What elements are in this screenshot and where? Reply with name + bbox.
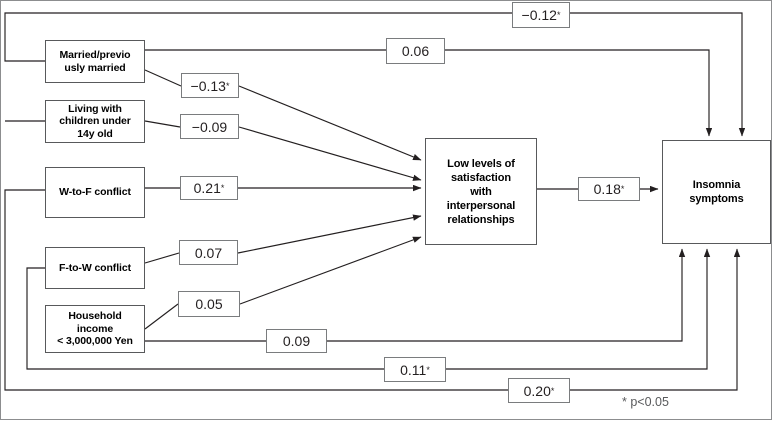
node-household-income-label: Household income < 3,000,000 Yen <box>57 310 133 348</box>
edge-children-lowsat-b <box>238 126 422 181</box>
edge-married-lowsat-b <box>238 85 422 161</box>
node-household-income[interactable]: Household income < 3,000,000 Yen <box>45 305 145 353</box>
significance-star: * <box>556 10 561 20</box>
coef-income-lowsat-value: 0.05 <box>195 296 223 312</box>
node-married[interactable]: Married/previo usly married <box>45 40 145 83</box>
coef-children-lowsat-value: −0.09 <box>191 118 228 135</box>
coef-married-lowsat[interactable]: −0.13* <box>181 73 239 98</box>
edge-income-insomnia-b <box>327 248 686 342</box>
edge-ftw-insomnia-b <box>446 248 711 370</box>
coef-income-lowsat[interactable]: 0.05 <box>178 291 240 317</box>
edge-ftw-lowsat <box>144 252 180 264</box>
edge-ftw-insomnia <box>26 267 384 370</box>
significance-footnote: * p<0.05 <box>622 395 669 409</box>
coef-lowsat-insomnia-value: 0.18 <box>593 181 621 197</box>
coef-wtf-lowsat-value: 0.21 <box>193 180 221 196</box>
coef-income-insomnia-value: 0.09 <box>282 333 311 349</box>
node-married-label: Married/previo usly married <box>59 49 131 74</box>
coef-children-insomnia-value: 0.06 <box>401 43 430 59</box>
edge-income-lowsat-b <box>239 236 422 305</box>
edge-income-lowsat <box>144 303 179 330</box>
edge-married-insomnia <box>4 12 512 62</box>
significance-star: * <box>220 183 225 193</box>
edge-wtf-insomnia-b <box>570 248 741 391</box>
node-ftw-conflict-label: F-to-W conflict <box>59 261 131 274</box>
node-children[interactable]: Living with children under 14y old <box>45 100 145 143</box>
significance-star: * <box>550 385 555 396</box>
node-ftw-conflict[interactable]: F-to-W conflict <box>45 247 145 289</box>
edge-children-insomnia-b <box>445 49 713 137</box>
coef-married-insomnia[interactable]: −0.12* <box>512 2 570 28</box>
coef-ftw-lowsat[interactable]: 0.07 <box>179 240 238 265</box>
coef-ftw-insomnia[interactable]: 0.11* <box>384 357 446 382</box>
node-insomnia-symptoms-label: Insomnia symptoms <box>689 179 744 205</box>
node-wtf-conflict[interactable]: W-to-F conflict <box>45 167 145 218</box>
edge-married-lowsat <box>144 69 182 87</box>
node-low-satisfaction[interactable]: Low levels of satisfaction with interper… <box>425 138 537 245</box>
coef-children-insomnia[interactable]: 0.06 <box>386 38 445 64</box>
coef-married-insomnia-value: −0.12 <box>521 7 557 23</box>
node-insomnia-symptoms[interactable]: Insomnia symptoms <box>662 140 771 244</box>
edge-married-insomnia-b <box>570 12 746 137</box>
node-low-satisfaction-label: Low levels of satisfaction with interper… <box>446 157 516 226</box>
edge-children-lowsat <box>144 120 181 128</box>
node-wtf-conflict-label: W-to-F conflict <box>59 186 131 199</box>
edge-wtf-insomnia <box>4 189 508 391</box>
coef-wtf-lowsat[interactable]: 0.21* <box>180 176 238 200</box>
coef-wtf-insomnia[interactable]: 0.20* <box>508 378 570 403</box>
coef-children-lowsat[interactable]: −0.09 <box>180 114 239 139</box>
significance-star: * <box>225 80 230 91</box>
node-children-label: Living with children under 14y old <box>59 102 131 140</box>
coef-ftw-insomnia-value: 0.11 <box>400 361 427 378</box>
significance-star: * <box>620 184 625 194</box>
coef-married-lowsat-value: −0.13 <box>190 77 226 94</box>
coef-ftw-lowsat-value: 0.07 <box>194 244 223 261</box>
coef-wtf-insomnia-value: 0.20 <box>523 382 551 399</box>
coef-lowsat-insomnia[interactable]: 0.18* <box>578 177 640 201</box>
coef-income-insomnia[interactable]: 0.09 <box>266 329 327 353</box>
edge-ftw-lowsat-b <box>237 214 422 254</box>
significance-star: * <box>426 364 430 375</box>
